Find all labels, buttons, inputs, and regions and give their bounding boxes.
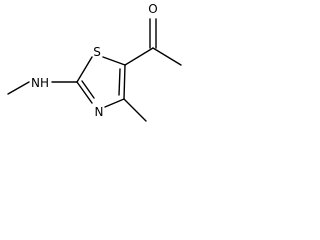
bond-n3-c2: [76, 81, 93, 104]
bond-n3-c2-double: [81, 80, 95, 99]
bond-c5-carbonyl: [124, 47, 154, 66]
bond-c4-n3: [104, 98, 125, 108]
oxygen-atom-label: O: [148, 2, 157, 16]
bond-c4-methyl: [123, 98, 147, 122]
nitrogen-atom-label: N: [95, 105, 104, 119]
amine-atom-label: NH: [31, 76, 49, 90]
bond-c5-c4-double: [118, 68, 121, 96]
sulfur-atom-label: S: [93, 45, 101, 59]
bond-nh-methyl: [7, 81, 30, 95]
bond-s-c5: [102, 56, 126, 66]
bond-c5-c4: [123, 64, 126, 100]
bond-carbonyl-methyl: [152, 47, 182, 66]
chemical-structure-diagram: O S NH N: [7, 2, 182, 122]
bond-c2-s: [76, 56, 93, 83]
